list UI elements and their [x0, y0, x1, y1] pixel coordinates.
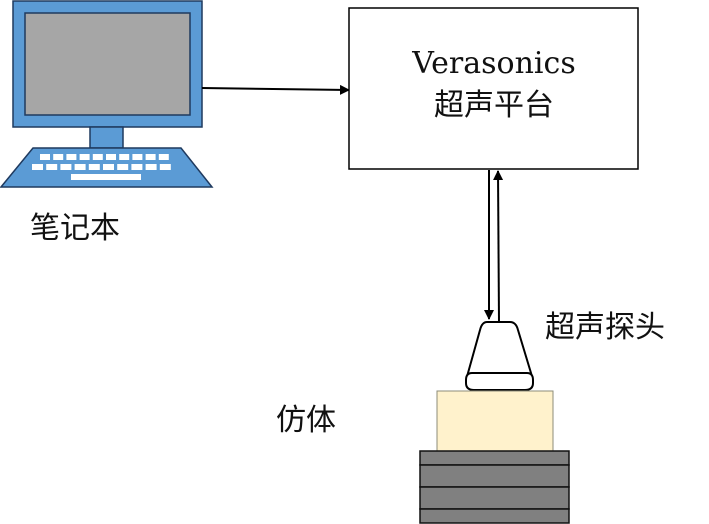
keyboard-key — [106, 154, 116, 160]
keyboard-key — [40, 154, 50, 160]
laptop-label: 笔记本 — [30, 211, 120, 246]
keyboard-key — [74, 164, 86, 170]
keyboard-key — [159, 164, 171, 170]
stand-layer — [419, 486, 570, 510]
keyboard-key — [53, 154, 64, 160]
phantom-block — [436, 390, 554, 452]
keyboard-key — [158, 154, 169, 160]
verasonics-platform-box: Verasonics 超声平台 — [348, 7, 639, 170]
stand-layer — [419, 464, 570, 488]
laptop-icon — [0, 0, 214, 188]
keyboard-key — [88, 164, 100, 170]
probe-label: 超声探头 — [545, 310, 665, 345]
platform-title: Verasonics — [411, 46, 575, 81]
arrow-probe-to-platform — [493, 170, 504, 323]
ultrasound-probe-icon — [465, 321, 534, 391]
keyboard-keys — [32, 154, 171, 180]
keyboard-key — [119, 154, 130, 160]
keyboard-key — [132, 154, 143, 160]
keyboard-key — [103, 164, 114, 170]
keyboard-key — [117, 164, 129, 170]
phantom-label: 仿体 — [276, 403, 336, 438]
keyboard-key — [46, 164, 58, 170]
platform-subtitle: 超声平台 — [434, 88, 554, 123]
stand-layer — [419, 450, 570, 466]
arrow-laptop-to-platform — [201, 84, 350, 95]
keyboard-key — [79, 154, 90, 160]
keyboard-key — [60, 164, 72, 170]
keyboard-key — [145, 154, 156, 160]
keyboard-key — [131, 164, 143, 170]
laptop-screen — [24, 12, 191, 116]
stand-layer — [419, 508, 570, 524]
keyboard-key — [32, 164, 43, 170]
keyboard-key — [71, 174, 141, 180]
keyboard-key — [66, 154, 77, 160]
phantom-stand — [419, 450, 570, 524]
keyboard-key — [145, 164, 157, 170]
laptop-neck — [89, 126, 124, 149]
keyboard-key — [92, 154, 103, 160]
